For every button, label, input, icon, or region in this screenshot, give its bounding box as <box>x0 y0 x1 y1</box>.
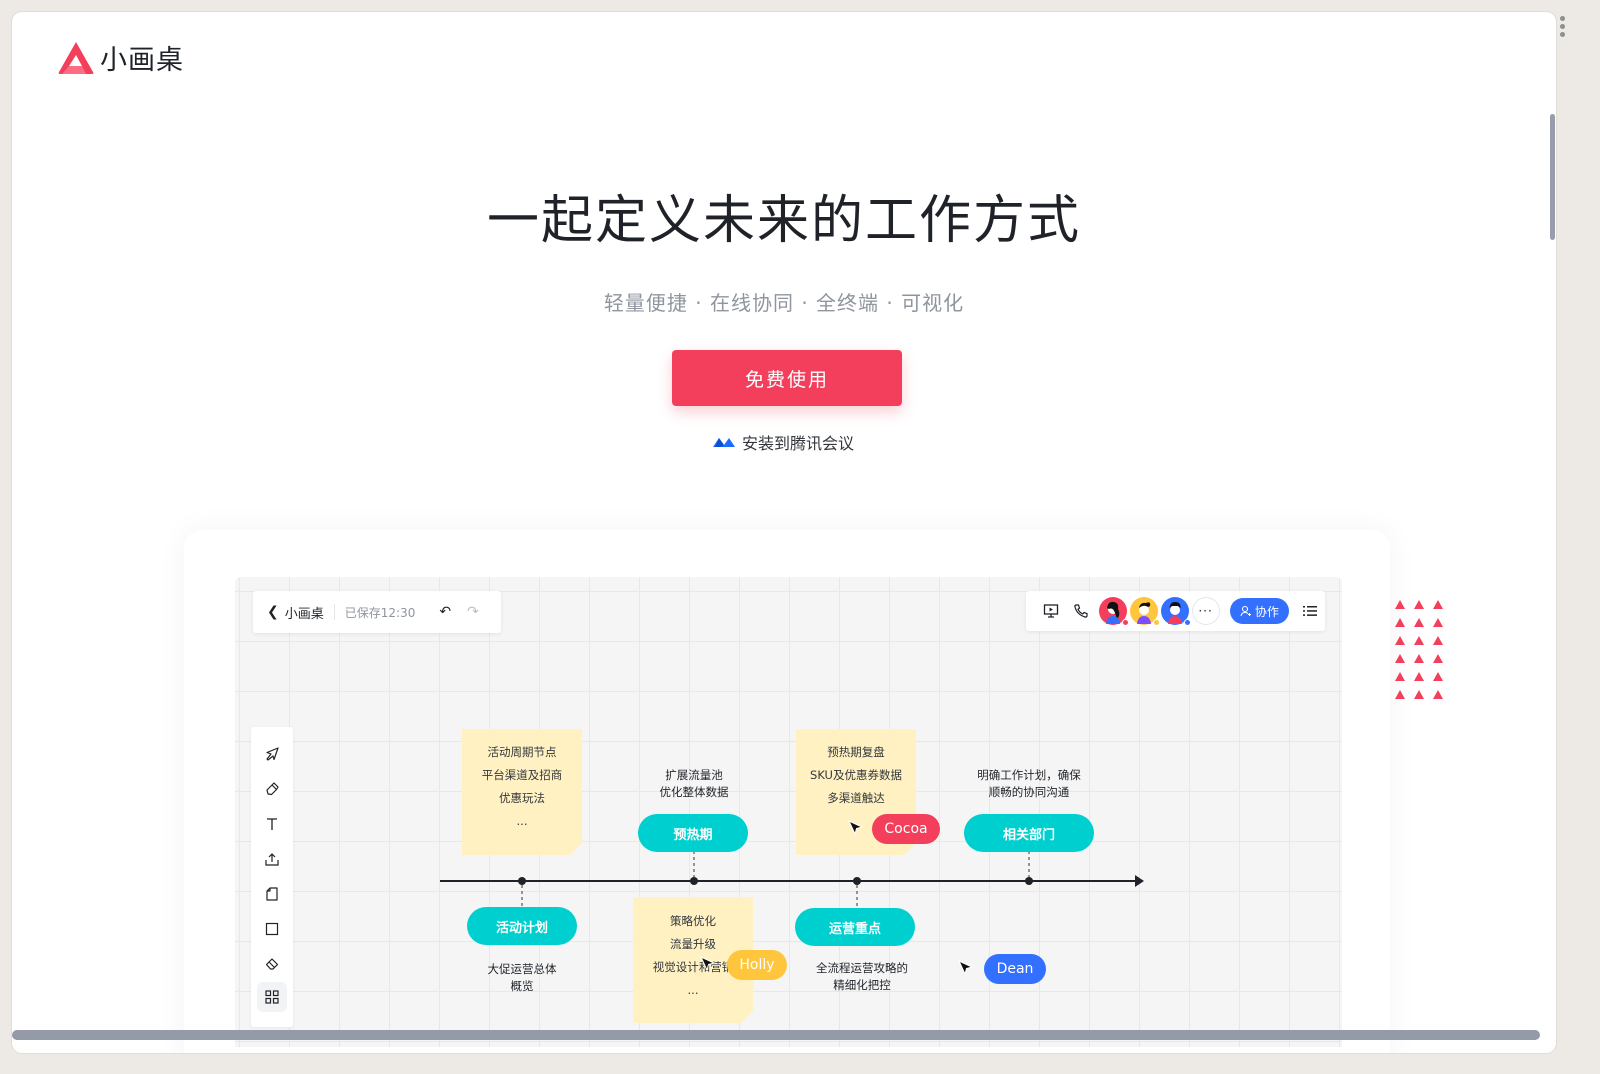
add-user-icon <box>1240 605 1251 617</box>
timeline-node-departments[interactable]: 相关部门 <box>964 814 1094 852</box>
divider <box>333 604 335 620</box>
cursor-arrow-icon <box>699 955 716 972</box>
eraser-icon[interactable] <box>257 949 287 979</box>
hero-title: 一起定义未来的工作方式 <box>486 191 1081 251</box>
install-tencent-meeting-link[interactable]: 安装到腾讯会议 <box>712 430 854 454</box>
logo[interactable]: 小画桌 <box>56 38 184 77</box>
top-nav: 小画桌 有奖征集 小画桌学院 价格 下载 登录 免费注册 <box>12 12 1556 104</box>
upload-icon[interactable] <box>257 844 287 874</box>
hero-subtitle: 轻量便捷 · 在线协同 · 全终端 · 可视化 <box>603 291 965 315</box>
tencent-meeting-icon <box>713 438 735 447</box>
undo-icon[interactable]: ↶ <box>439 604 452 620</box>
board-title-bar: ❮ 小画桌 已保存12:30 ↶ ↷ <box>253 591 501 633</box>
cursor-label-cocoa: Cocoa <box>872 814 940 844</box>
drawing-toolbar <box>251 727 293 1027</box>
logo-icon <box>58 41 94 74</box>
timeline-node-plan[interactable]: 活动计划 <box>467 907 577 945</box>
caption: 明确工作计划，确保 顺畅的协同沟通 <box>977 768 1081 799</box>
caption: 扩展流量池 优化整体数据 <box>659 768 729 799</box>
grid-icon[interactable] <box>257 982 287 1012</box>
presence-dot <box>1121 619 1129 626</box>
collaborate-button[interactable]: 协作 <box>1229 598 1290 624</box>
caption: 全流程运营攻略的 精细化把控 <box>816 961 908 992</box>
cursor-label-holly: Holly <box>727 950 787 980</box>
logo-text: 小画桌 <box>100 45 184 76</box>
caption: 大促运营总体 概览 <box>487 962 557 993</box>
chevron-left-icon[interactable]: ❮ <box>267 604 279 620</box>
timeline-node-focus[interactable]: 运营重点 <box>795 908 915 946</box>
horizontal-scrollbar[interactable] <box>12 1030 1540 1040</box>
presence-dot <box>1152 619 1160 626</box>
rectangle-icon[interactable] <box>257 914 287 944</box>
board-name: 小画桌 <box>284 606 324 622</box>
free-use-button[interactable]: 免费使用 <box>672 350 902 406</box>
text-icon[interactable] <box>257 809 287 839</box>
list-icon[interactable] <box>1295 596 1325 626</box>
cursor-arrow-icon <box>957 959 974 976</box>
window-menu-icon[interactable] <box>1558 16 1566 37</box>
sticky-note[interactable]: 活动周期节点 平台渠道及招商 优惠玩法 ... <box>462 729 582 855</box>
cursor-arrow-icon <box>847 819 864 836</box>
saved-status: 已保存12:30 <box>344 605 416 620</box>
more-collaborators-button[interactable]: ··· <box>1191 597 1220 625</box>
cursor-label-dean: Dean <box>984 954 1046 984</box>
decorative-triangle-pattern <box>1395 600 1443 699</box>
presence-dot <box>1183 619 1191 626</box>
redo-icon[interactable]: ↷ <box>467 604 479 620</box>
timeline-connector <box>440 851 1144 907</box>
present-icon[interactable] <box>1036 596 1066 626</box>
avatar-collaborator-1[interactable] <box>1098 597 1129 626</box>
avatar-collaborator-2[interactable] <box>1129 597 1160 626</box>
phone-icon[interactable] <box>1066 596 1096 626</box>
select-icon[interactable] <box>257 739 287 769</box>
whiteboard-canvas[interactable]: ❮ 小画桌 已保存12:30 ↶ ↷ <box>235 577 1342 1047</box>
vertical-scrollbar[interactable] <box>1550 114 1555 240</box>
timeline-node-warmup[interactable]: 预热期 <box>638 814 748 852</box>
pen-icon[interactable] <box>257 774 287 804</box>
sticky-note-icon[interactable] <box>257 879 287 909</box>
browser-window: 小画桌 有奖征集 小画桌学院 价格 下载 登录 免费注册 一起定义未来的工作方式… <box>12 12 1556 1053</box>
avatar-collaborator-3[interactable] <box>1160 597 1191 626</box>
board-collab-bar: ··· 协作 <box>1026 591 1325 631</box>
